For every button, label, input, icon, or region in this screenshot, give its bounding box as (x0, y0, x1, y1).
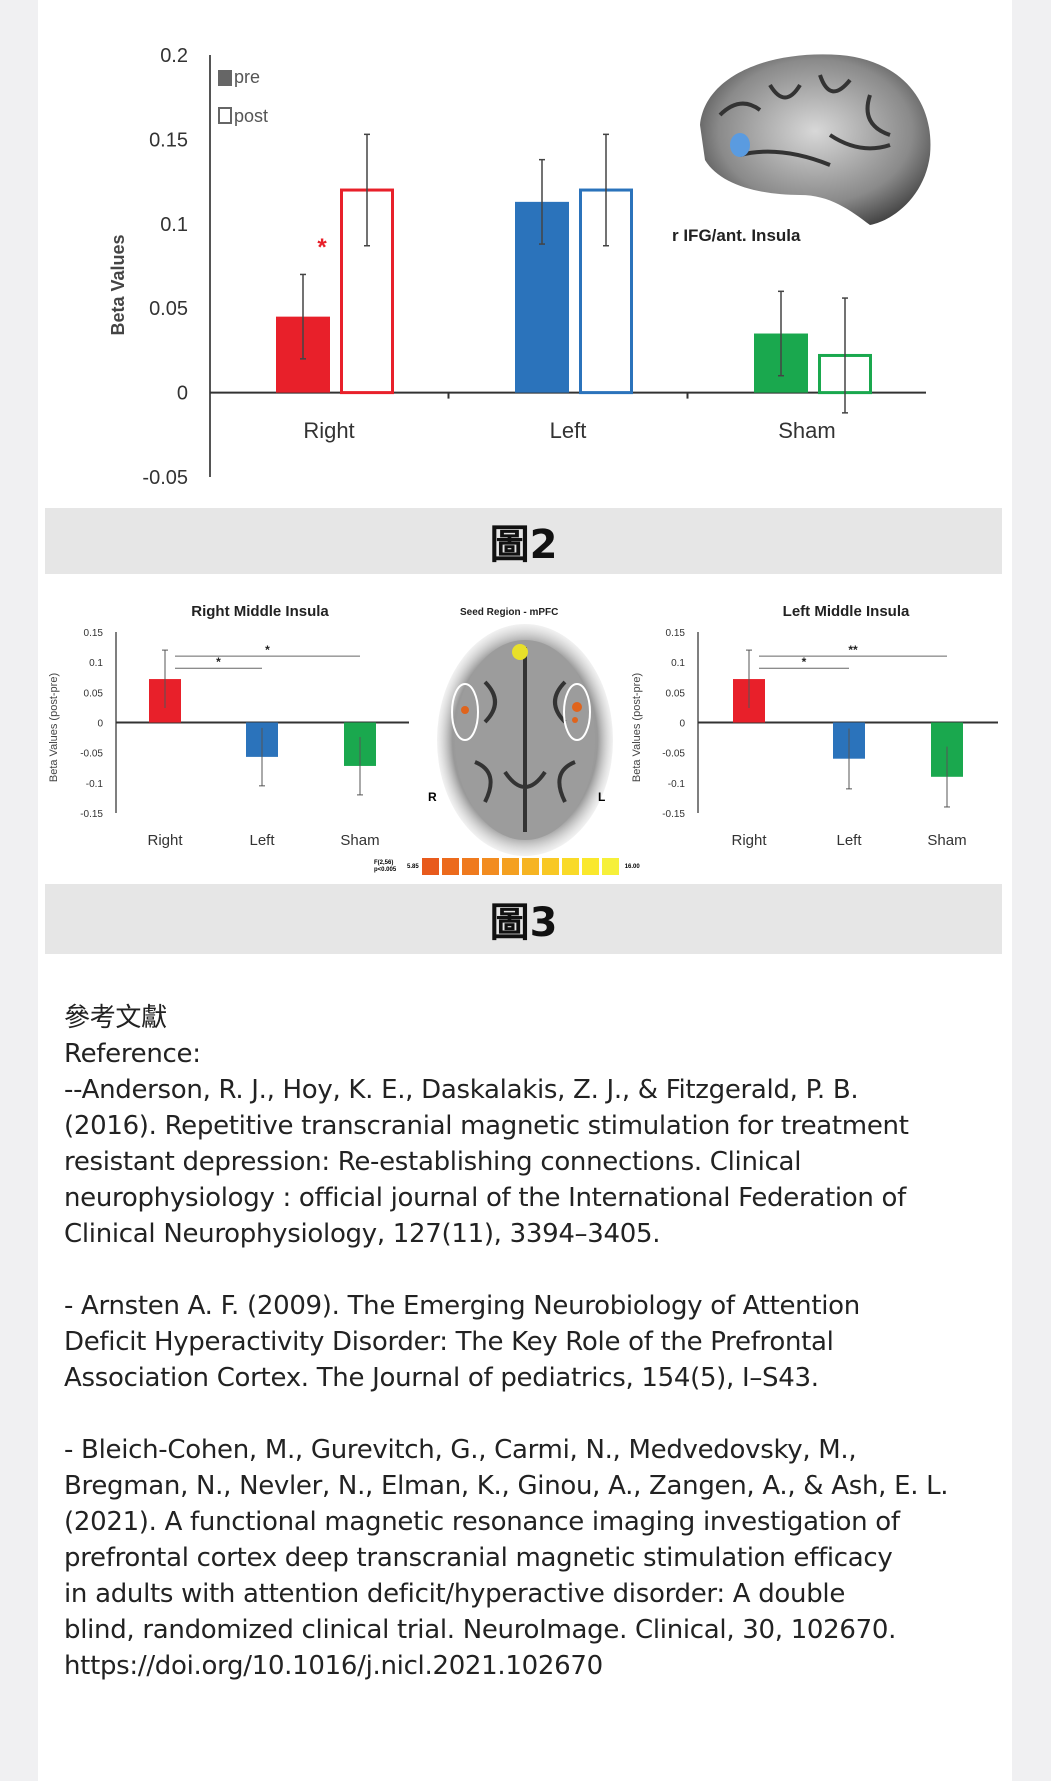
x-tick-label: Right (303, 418, 354, 443)
y-tick-label: 0 (97, 719, 103, 730)
x-tick-label: Sham (340, 832, 379, 849)
significance-marker: * (216, 655, 221, 669)
x-tick-label: Left (550, 418, 587, 443)
x-tick-label: Right (731, 832, 767, 849)
legend-swatch-post (218, 107, 232, 124)
y-tick-label: 0.2 (160, 45, 188, 67)
figure3-brain-image (435, 622, 615, 857)
y-tick-label: 0.1 (89, 658, 103, 669)
y-tick-label: 0.1 (671, 658, 685, 669)
x-tick-label: Left (836, 832, 862, 849)
chart-title: Right Middle Insula (191, 603, 329, 620)
figure2-region-label: r IFG/ant. Insula (672, 226, 801, 245)
reference-item: --Anderson, R. J., Hoy, K. E., Daskalaki… (64, 1072, 1004, 1252)
brain-l-label: L (598, 790, 606, 804)
brain-r-label: R (428, 790, 437, 804)
reference-line: - Arnsten A. F. (2009). The Emerging Neu… (64, 1291, 860, 1321)
y-tick-label: 0.05 (84, 688, 104, 699)
colorbar-stat-label: F(2,56) p<0.005 (374, 859, 397, 873)
x-tick-label: Sham (927, 832, 966, 849)
reference-line[interactable]: https://doi.org/10.1016/j.nicl.2021.1026… (64, 1651, 603, 1681)
legend-swatch-pre (218, 70, 232, 86)
reference-item: - Bleich-Cohen, M., Gurevitch, G., Carmi… (64, 1432, 1004, 1684)
y-tick-label: -0.05 (80, 749, 103, 760)
reference-line: Association Cortex. The Journal of pedia… (64, 1363, 819, 1393)
y-axis-label: Beta Values (post-pre) (48, 673, 60, 782)
reference-line: in adults with attention deficit/hyperac… (64, 1579, 846, 1609)
axial-brain-icon (437, 624, 613, 856)
colorbar: F(2,56) p<0.005 5.85 16.00 (374, 858, 640, 875)
reference-line: (2021). A functional magnetic resonance … (64, 1507, 900, 1537)
colorbar-min: 5.85 (407, 863, 419, 870)
y-tick-label: -0.15 (80, 809, 103, 820)
sagittal-brain-icon (700, 54, 931, 226)
x-tick-label: Sham (778, 418, 835, 443)
y-tick-label: 0.05 (149, 298, 188, 320)
colorbar-swatch (521, 858, 539, 875)
y-tick-label: -0.05 (662, 749, 685, 760)
reference-line: Bregman, N., Nevler, N., Elman, K., Gino… (64, 1471, 949, 1501)
references-heading-zh: 參考文獻 (64, 1003, 167, 1033)
reference-line: Deficit Hyperactivity Disorder: The Key … (64, 1327, 834, 1357)
seed-region-label: Seed Region - mPFC (460, 607, 559, 618)
y-tick-label: 0 (679, 719, 685, 730)
colorbar-swatch (581, 858, 599, 875)
references-section: 參考文獻 Reference: --Anderson, R. J., Hoy, … (64, 1000, 1004, 1684)
figure2-brain-image (680, 45, 940, 235)
y-axis-label: Beta Values (post-pre) (631, 673, 643, 782)
reference-line: neurophysiology : official journal of th… (64, 1183, 906, 1213)
significance-marker: * (802, 655, 807, 669)
significance-marker: * (265, 643, 270, 657)
x-tick-label: Right (147, 832, 183, 849)
colorbar-swatch (561, 858, 579, 875)
colorbar-swatch (441, 858, 459, 875)
reference-line: resistant depression: Re-establishing co… (64, 1147, 802, 1177)
y-tick-label: -0.1 (668, 779, 686, 790)
colorbar-swatch (601, 858, 619, 875)
y-tick-label: 0.15 (84, 628, 104, 639)
reference-line: blind, randomized clinical trial. NeuroI… (64, 1615, 897, 1645)
figure2-caption: 圖2 (45, 508, 1002, 574)
y-tick-label: 0 (177, 383, 188, 405)
reference-line: Clinical Neurophysiology, 127(11), 3394–… (64, 1219, 661, 1249)
y-tick-label: -0.1 (86, 779, 104, 790)
colorbar-swatch (541, 858, 559, 875)
figure3-charts: Right Middle Insula 0.15 0.1 0.05 0 -0.05 -0.1… (48, 603, 998, 849)
figure3-caption: 圖3 (45, 884, 1002, 954)
colorbar-max: 16.00 (624, 863, 640, 870)
reference-line: prefrontal cortex deep transcranial magn… (64, 1543, 893, 1573)
y-axis-label: Beta Values (108, 234, 128, 335)
significance-star: * (317, 234, 327, 261)
legend-label-pre: pre (234, 67, 260, 87)
reference-line: (2016). Repetitive transcranial magnetic… (64, 1111, 909, 1141)
y-tick-label: -0.15 (662, 809, 685, 820)
colorbar-swatch (461, 858, 479, 875)
y-tick-label: 0.15 (666, 628, 686, 639)
significance-marker: ** (848, 643, 858, 657)
legend-label-post: post (234, 106, 268, 126)
x-tick-label: Left (249, 832, 275, 849)
reference-line: --Anderson, R. J., Hoy, K. E., Daskalaki… (64, 1075, 859, 1105)
reference-line: - Bleich-Cohen, M., Gurevitch, G., Carmi… (64, 1435, 857, 1465)
colorbar-swatch (481, 858, 499, 875)
chart-title: Left Middle Insula (783, 603, 910, 620)
reference-item: - Arnsten A. F. (2009). The Emerging Neu… (64, 1288, 1004, 1396)
y-tick-label: 0.05 (666, 688, 686, 699)
colorbar-swatch (421, 858, 439, 875)
references-heading-en: Reference: (64, 1039, 201, 1069)
y-tick-label: -0.05 (142, 467, 188, 489)
y-tick-label: 0.15 (149, 129, 188, 151)
y-tick-label: 0.1 (160, 214, 188, 236)
colorbar-swatch (501, 858, 519, 875)
